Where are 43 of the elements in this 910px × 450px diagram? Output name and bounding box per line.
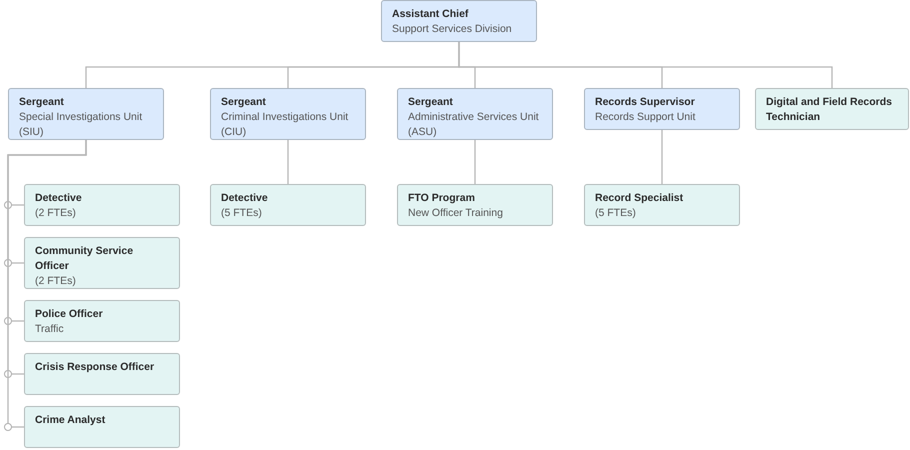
role-detail: (2 FTEs) [35, 274, 77, 289]
role-title: FTO Program [408, 191, 476, 206]
org-box [8, 88, 164, 140]
org-box [210, 88, 366, 140]
role-title: Record Specialist [595, 191, 684, 206]
org-box [755, 88, 909, 130]
role-title: Digital and Field Records Technician [766, 95, 894, 125]
role-detail: (2 FTEs) [35, 206, 77, 221]
org-box [397, 88, 553, 140]
connector-line [474, 140, 476, 184]
role-detail: Support Services Division [392, 22, 513, 37]
org-box [584, 184, 740, 226]
role-title: Crisis Response Officer [35, 360, 156, 375]
org-box [24, 237, 180, 289]
org-box [24, 184, 180, 226]
org-box [24, 406, 180, 448]
role-detail: New Officer Training [408, 206, 504, 221]
role-title: Police Officer [35, 307, 104, 322]
role-title: Crime Analyst [35, 413, 106, 428]
role-detail: Administrative Services Unit (ASU) [408, 110, 540, 140]
role-title: Detective [35, 191, 83, 206]
role-detail: Records Support Unit [595, 110, 696, 125]
role-title: Sergeant [221, 95, 267, 110]
org-box [584, 88, 740, 130]
role-detail: (5 FTEs) [595, 206, 637, 221]
role-title: Sergeant [19, 95, 65, 110]
org-box [210, 184, 366, 226]
role-title: Detective [221, 191, 269, 206]
org-box [397, 184, 553, 226]
role-detail: Criminal Investigations Unit (CIU) [221, 110, 350, 140]
connector-line [287, 140, 289, 184]
role-title: Community Service Officer [35, 244, 134, 274]
role-title: Records Supervisor [595, 95, 696, 110]
role-detail: Special Investigations Unit (SIU) [19, 110, 144, 140]
role-title: Sergeant [408, 95, 454, 110]
role-title: Assistant Chief [392, 7, 470, 22]
connector-line [661, 130, 663, 184]
org-box [24, 300, 180, 342]
role-detail: (5 FTEs) [221, 206, 263, 221]
org-box [24, 353, 180, 395]
org-box [381, 0, 537, 42]
role-detail: Traffic [35, 322, 65, 337]
connector-line [4, 140, 87, 431]
